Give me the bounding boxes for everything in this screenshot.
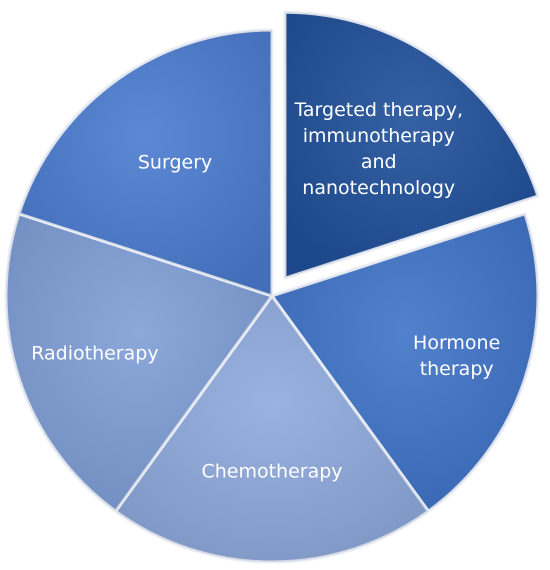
pie-slices bbox=[4, 10, 540, 564]
pie-slice-label-4: Surgery bbox=[138, 151, 212, 173]
pie-slice-shade-2 bbox=[115, 296, 429, 563]
pie-labels: Targeted therapy, immunotherapy and nanotec… bbox=[31, 99, 500, 482]
pie-slice-label-line: therapy bbox=[420, 358, 494, 380]
pie-slice-label-line: Hormone bbox=[413, 332, 500, 354]
pie-slice-label-1: Hormone therapy bbox=[413, 332, 500, 380]
pie-slice-shade-0 bbox=[284, 12, 538, 279]
pie-slice-label-line: Radiotherapy bbox=[31, 342, 158, 364]
pie-slice-label-line: Chemotherapy bbox=[201, 460, 342, 482]
pie-slice-label-2: Chemotherapy bbox=[201, 460, 342, 482]
pie-slice-label-line: and bbox=[361, 151, 397, 173]
pie-slice-label-line: Targeted therapy, bbox=[293, 99, 463, 121]
pie-slice-label-0: Targeted therapy, immunotherapy and nanotec… bbox=[293, 99, 463, 199]
pie-slice-label-line: immunotherapy bbox=[303, 125, 455, 147]
pie-slice-label-line: Surgery bbox=[138, 151, 212, 173]
pie-slice-label-3: Radiotherapy bbox=[31, 342, 158, 364]
pie-slice-shade-1 bbox=[272, 213, 538, 512]
pie-slice-label-line: nanotechnology bbox=[302, 177, 455, 199]
pie-slice-shade-3 bbox=[6, 213, 273, 512]
pie-slice-shade-4 bbox=[19, 30, 272, 296]
